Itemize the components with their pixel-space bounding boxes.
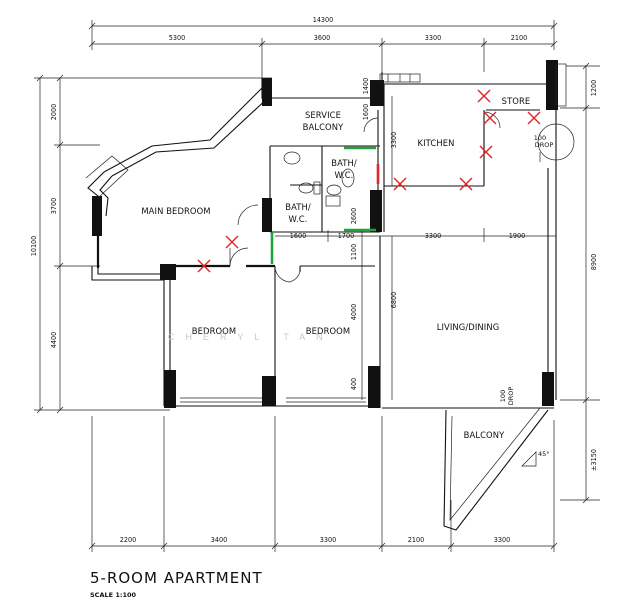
angle-label: 45°	[538, 450, 550, 458]
dim-top-4: 2100	[511, 33, 527, 42]
dim-kitchen-v: 3300	[389, 132, 398, 148]
dim-left-2: 3700	[49, 198, 58, 214]
drop-label-living-2: DROP	[507, 387, 515, 406]
x-mark	[197, 259, 211, 273]
plan-title: 5-ROOM APARTMENT	[90, 569, 263, 587]
dim-bedroom-v1: 1100	[349, 244, 358, 260]
dim-living-v: 6800	[389, 292, 398, 308]
drop-label-store-1: 100	[534, 134, 546, 142]
dim-bottom-1: 2200	[120, 535, 136, 544]
room-labels: SERVICE BALCONY KITCHEN STORE MAIN BEDRO…	[141, 96, 553, 458]
dim-left-3: 4400	[49, 332, 58, 348]
removal-x-marks	[197, 89, 541, 273]
fixtures	[229, 63, 575, 467]
drop-label-store-2: DROP	[535, 141, 554, 149]
room-service-balcony-line2: BALCONY	[303, 122, 344, 132]
x-mark	[527, 111, 541, 125]
x-mark	[479, 145, 493, 159]
room-store: STORE	[502, 96, 531, 106]
dim-top-3: 3300	[425, 33, 441, 42]
room-bath1-line1: BATH/	[331, 158, 357, 168]
room-bedroom-2: BEDROOM	[306, 326, 350, 336]
dim-left-1: 2000	[49, 104, 58, 120]
dim-right-1: 1200	[589, 80, 598, 96]
room-main-bedroom: MAIN BEDROOM	[141, 206, 210, 216]
walls	[85, 60, 558, 531]
drop-label-living-1: 100	[499, 390, 507, 402]
dim-corridor-2: 1700	[338, 231, 354, 240]
x-mark	[393, 177, 407, 191]
dim-right-2: 8900	[589, 254, 598, 270]
green-door-markers	[270, 146, 376, 264]
dim-top-2: 3600	[314, 33, 330, 42]
dim-left-total: 10100	[29, 236, 38, 257]
dim-right-3: ±3150	[589, 449, 598, 471]
room-bedroom-1: BEDROOM	[192, 326, 236, 336]
dim-kitchen-bottom-1: 3300	[425, 231, 441, 240]
dim-service-balcony-h: 1400	[361, 78, 370, 94]
watermark: CHERYL TAN	[168, 332, 334, 342]
dimension-labels: 14300 5300 3600 3300 2100 10100 2000 370…	[29, 15, 598, 544]
room-bath2-line1: BATH/	[285, 202, 311, 212]
x-mark	[477, 89, 491, 103]
dim-kitchen-bottom-2: 1900	[509, 231, 525, 240]
dim-bottom-3: 3300	[320, 535, 336, 544]
room-kitchen: KITCHEN	[418, 138, 455, 148]
x-mark	[225, 235, 239, 249]
dim-service-balcony-v: 1600	[361, 104, 370, 120]
plan-scale: SCALE 1:100	[90, 591, 136, 599]
dimension-lines	[34, 20, 600, 552]
x-mark	[459, 177, 473, 191]
dim-bedroom-v3: 400	[349, 378, 358, 390]
dim-bottom-2: 3400	[211, 535, 227, 544]
room-bath2-line2: W.C.	[289, 214, 308, 224]
dim-bottom-5: 3300	[494, 535, 510, 544]
dim-bath-v: 2600	[349, 208, 358, 224]
dim-top-1: 5300	[169, 33, 185, 42]
dim-bedroom-v2: 4000	[349, 304, 358, 320]
room-balcony: BALCONY	[464, 430, 505, 440]
room-bath1-line2: W.C.	[335, 170, 354, 180]
x-mark	[483, 111, 497, 125]
dim-bottom-4: 2100	[408, 535, 424, 544]
dim-overall-top: 14300	[313, 15, 334, 24]
room-service-balcony-line1: SERVICE	[305, 110, 341, 120]
dim-corridor-1: 1600	[290, 231, 306, 240]
room-living-dining: LIVING/DINING	[437, 322, 500, 332]
